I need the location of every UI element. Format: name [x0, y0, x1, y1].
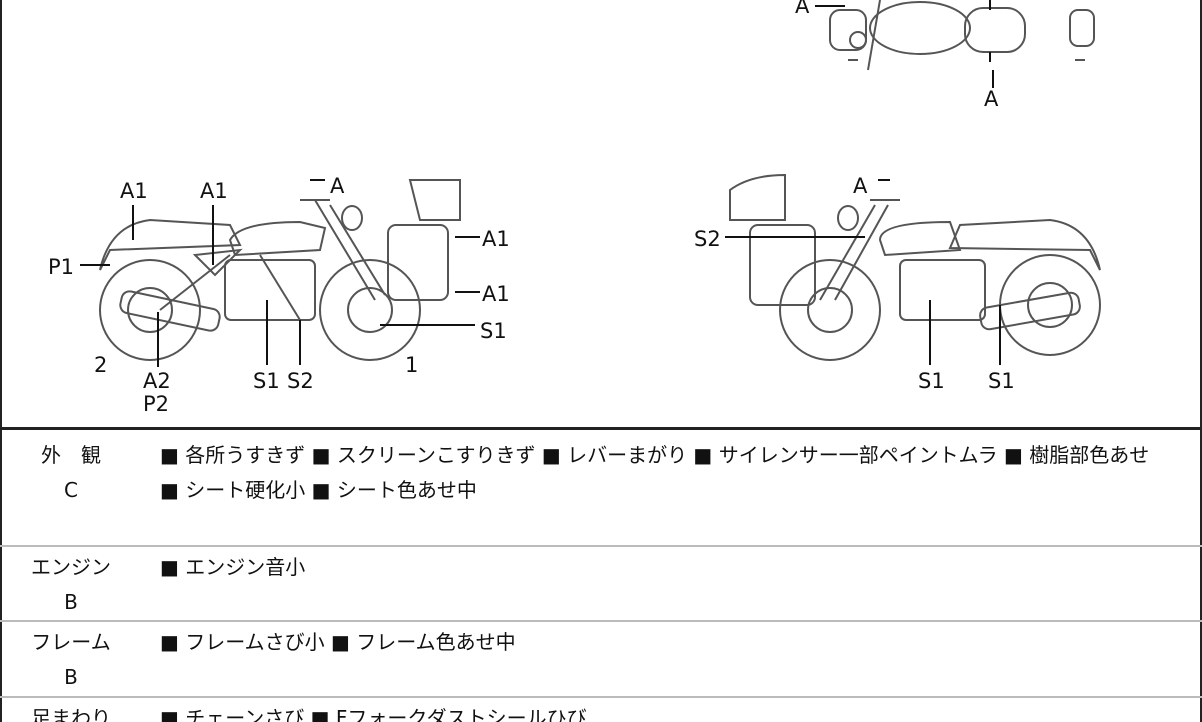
label-right-a-lever: A: [853, 174, 868, 198]
label-a1-case: A1: [482, 282, 510, 306]
label-a1-screen: A1: [482, 227, 510, 251]
items-text: ■ チェーンさび ■ Fフォークダストシールひび: [160, 706, 587, 722]
label-s1-engine: S1: [253, 369, 280, 393]
category-label: 足まわり: [31, 706, 111, 722]
category-label: フレーム: [31, 630, 111, 654]
label-s2-exhaust: S2: [287, 369, 314, 393]
border-right: [1200, 0, 1202, 722]
items-text: ■ 各所うすきず ■ スクリーンこすりきず ■ レバーまがり ■ サイレンサー一…: [160, 443, 1150, 502]
label-right-s1-exhaust: S1: [988, 369, 1015, 393]
divider: [0, 427, 1202, 430]
label-a1-tank: A1: [200, 179, 228, 203]
border-left: [0, 0, 2, 722]
top-view-motorcycle: [815, 0, 1095, 88]
label-a2: A2: [143, 369, 171, 393]
label-s1-wheel: S1: [480, 319, 507, 343]
label-right-s1-engine: S1: [918, 369, 945, 393]
row-divider: [0, 545, 1202, 547]
side-view-motorcycle-left: [80, 179, 480, 367]
items-text: ■ エンジン音小: [160, 555, 306, 579]
label-p2: P2: [143, 392, 170, 416]
label-p1: P1: [48, 255, 75, 279]
label-rear-wheel-number: 2: [94, 353, 108, 377]
grade: B: [64, 590, 78, 614]
label-right-s2-fork: S2: [694, 227, 721, 251]
row-divider: [0, 696, 1202, 698]
row-divider: [0, 620, 1202, 622]
label-a-lever: A: [330, 174, 345, 198]
grade: B: [64, 665, 78, 689]
category-label: 外 観: [41, 443, 101, 467]
label-top-a-left: A: [795, 0, 810, 18]
label-top-a-bottom: A: [984, 87, 999, 111]
category-label: エンジン: [31, 555, 111, 579]
items-text: ■ フレームさび小 ■ フレーム色あせ中: [160, 630, 516, 654]
side-view-motorcycle-right: [725, 173, 1101, 365]
label-a1-rear: A1: [120, 179, 148, 203]
grade: C: [64, 478, 78, 502]
label-front-wheel-number: 1: [405, 353, 419, 377]
motorcycle-diagram: [80, 0, 1101, 367]
